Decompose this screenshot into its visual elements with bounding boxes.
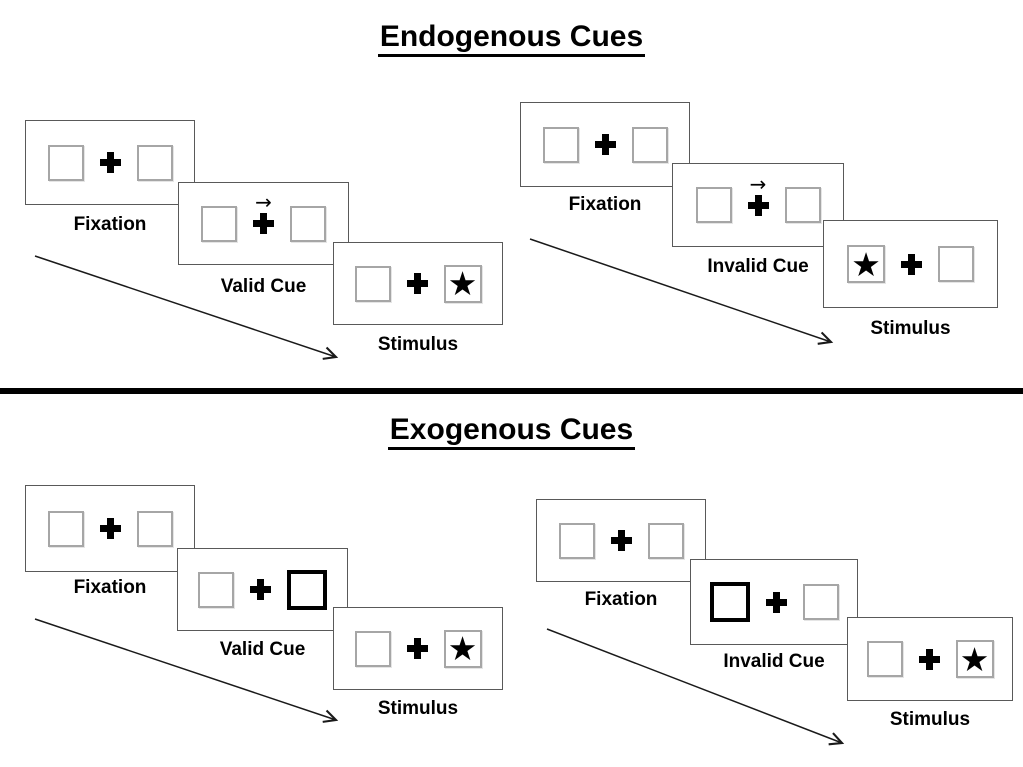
fixation-cross-icon xyxy=(765,591,787,613)
fixation-cross-icon xyxy=(406,638,428,659)
left-box xyxy=(354,630,391,667)
panel-label: Invalid Cue xyxy=(723,651,825,672)
panel-label: Fixation xyxy=(568,194,642,215)
fixation-panel xyxy=(520,102,690,187)
right-box xyxy=(631,126,668,163)
panel-label: Stimulus xyxy=(377,698,459,719)
left-box xyxy=(542,126,579,163)
fixation-cross-icon xyxy=(918,648,940,670)
section-title-text: Exogenous Cues xyxy=(387,413,636,450)
section-divider xyxy=(0,388,1023,394)
left-box xyxy=(695,187,732,223)
panel-label: Stimulus xyxy=(870,318,951,339)
left-box xyxy=(47,144,84,181)
right-box: ★ xyxy=(443,629,482,668)
left-box-highlighted xyxy=(709,582,750,622)
right-box: ★ xyxy=(955,639,994,679)
right-box xyxy=(290,205,326,242)
fixation-cross-icon xyxy=(610,530,632,551)
fixation-cross-icon xyxy=(406,273,428,294)
valid-cue-panel xyxy=(177,548,348,631)
cue-arrow-icon: → xyxy=(255,190,272,214)
left-box xyxy=(558,522,595,559)
star-icon: ★ xyxy=(447,264,478,303)
invalid-cue-panel: → xyxy=(672,163,844,247)
stimulus-panel: ★ xyxy=(847,617,1013,701)
right-box: ★ xyxy=(443,264,482,303)
right-box xyxy=(802,584,839,620)
star-icon: ★ xyxy=(447,629,478,668)
panel-label: Valid Cue xyxy=(219,639,306,660)
invalid-cue-panel xyxy=(690,559,858,645)
star-icon: ★ xyxy=(851,244,881,284)
fixation-cross-icon xyxy=(99,152,121,173)
right-box xyxy=(784,187,821,223)
stimulus-panel: ★ xyxy=(823,220,998,308)
right-box-highlighted xyxy=(287,569,327,610)
section-title-endogenous: Endogenous Cues xyxy=(0,20,1023,57)
panel-label: Stimulus xyxy=(377,334,459,355)
fixation-cross-icon xyxy=(250,579,271,600)
section-title-text: Endogenous Cues xyxy=(377,20,646,57)
fixation-cross-icon xyxy=(594,134,616,155)
left-box xyxy=(198,571,234,608)
panel-label: Invalid Cue xyxy=(707,256,809,277)
time-arrow xyxy=(34,618,339,723)
right-box xyxy=(647,522,684,559)
right-box xyxy=(136,510,173,547)
right-box xyxy=(136,144,173,181)
panel-label: Valid Cue xyxy=(220,276,307,297)
cue-arrow-icon: → xyxy=(749,171,767,196)
stimulus-panel: ★ xyxy=(333,607,503,690)
left-box xyxy=(47,510,84,547)
panel-label: Stimulus xyxy=(889,709,971,730)
star-icon: ★ xyxy=(959,639,990,679)
left-box xyxy=(354,265,391,302)
fixation-cross-icon: → xyxy=(747,174,769,216)
time-arrow xyxy=(546,628,845,746)
stimulus-panel: ★ xyxy=(333,242,503,325)
panel-label: Fixation xyxy=(73,214,147,235)
fixation-cross-icon xyxy=(99,518,121,539)
time-arrow xyxy=(529,238,834,345)
panel-label: Fixation xyxy=(584,589,658,610)
fixation-cross-icon xyxy=(901,253,922,275)
valid-cue-panel: → xyxy=(178,182,349,265)
left-box xyxy=(201,205,237,242)
fixation-panel xyxy=(25,485,195,572)
time-arrow xyxy=(34,255,339,360)
fixation-panel xyxy=(536,499,706,582)
left-box xyxy=(866,641,903,677)
fixation-cross-icon: → xyxy=(253,192,274,234)
panel-label: Fixation xyxy=(73,577,147,598)
left-box: ★ xyxy=(847,245,885,283)
section-title-exogenous: Exogenous Cues xyxy=(0,413,1023,450)
fixation-panel xyxy=(25,120,195,205)
right-box xyxy=(938,246,974,282)
